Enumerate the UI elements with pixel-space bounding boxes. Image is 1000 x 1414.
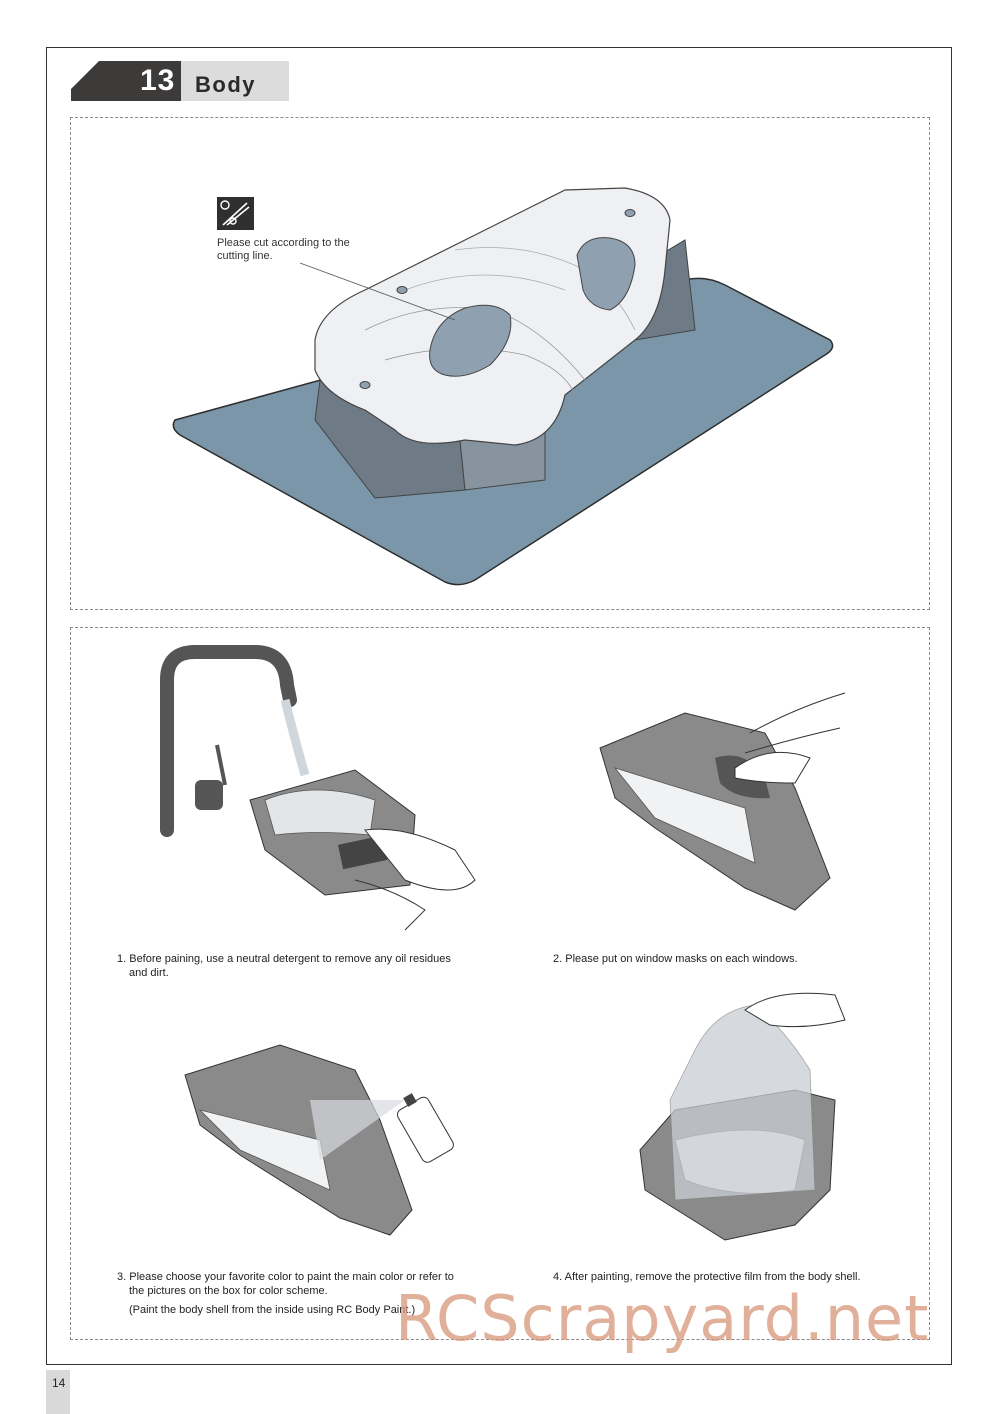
page-number: 14: [52, 1376, 66, 1390]
step-1-caption: 1. Before paining, use a neutral deterge…: [117, 952, 497, 980]
cutting-instruction: Please cut according to the cutting line…: [217, 237, 397, 263]
step-3-line2: the pictures on the box for color scheme…: [129, 1285, 328, 1297]
body-shell-cutting-illustration: [172, 187, 834, 586]
step-3-line3: (Paint the body shell from the inside us…: [129, 1304, 416, 1316]
step-2-line1: 2. Please put on window masks on each wi…: [553, 953, 798, 965]
cutting-panel: [70, 117, 930, 610]
step-4-caption: 4. After painting, remove the protective…: [553, 1270, 893, 1284]
step-3-caption: 3. Please choose your favorite color to …: [117, 1270, 497, 1317]
spray-paint-illustration: [184, 1044, 454, 1236]
washing-illustration: [160, 645, 476, 931]
step-title-tab: [181, 61, 289, 101]
step-1-line2: and dirt.: [129, 967, 169, 979]
page-frame: [46, 47, 952, 1365]
step-4-line1: 4. After painting, remove the protective…: [553, 1271, 861, 1283]
remove-film-illustration: [639, 992, 846, 1241]
step-2-caption: 2. Please put on window masks on each wi…: [553, 952, 883, 966]
painting-steps-panel: [70, 627, 930, 1340]
page-number-tab: [46, 1370, 70, 1414]
cutting-instruction-line2: cutting line.: [217, 250, 273, 262]
step-number: 13: [140, 64, 176, 97]
cutting-instruction-line1: Please cut according to the: [217, 237, 350, 249]
step-title: Body: [195, 72, 256, 97]
step-1-line1: 1. Before paining, use a neutral deterge…: [117, 953, 451, 965]
step-3-line1: 3. Please choose your favorite color to …: [117, 1271, 454, 1283]
scissors-icon: [217, 197, 254, 230]
watermark: RCScrapyard.net: [395, 1282, 930, 1355]
window-mask-illustration: [599, 692, 846, 911]
